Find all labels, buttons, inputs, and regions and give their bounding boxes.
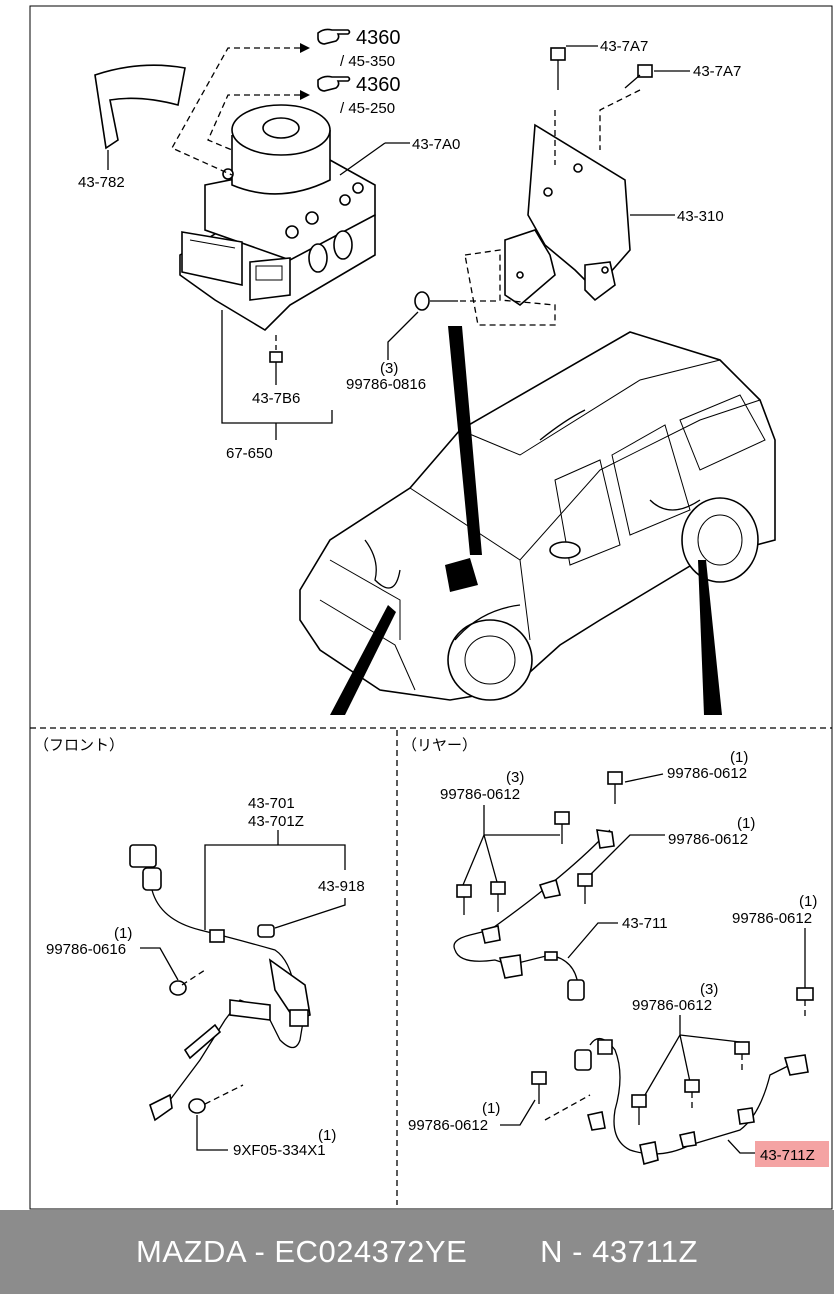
bolt-icon xyxy=(554,811,570,844)
pointer-wedge xyxy=(448,326,482,555)
ref1-number: 4360 xyxy=(356,27,401,49)
bolt-c-qty: (3) xyxy=(380,360,398,377)
rear-bolt6-label: 99786-0612 xyxy=(408,1117,488,1134)
rear-bolt4-label: 99786-0612 xyxy=(732,910,812,927)
bolt-a-label: 43-7A7 xyxy=(600,38,648,55)
rear-bolt2-label: 99786-0612 xyxy=(667,765,747,782)
ref1-page: / 45-350 xyxy=(340,53,395,70)
rear-sensor-harness xyxy=(453,829,615,1001)
front-bolt-label: 99786-0616 xyxy=(46,941,126,958)
hcu-unit xyxy=(179,104,376,332)
bolt-icon xyxy=(414,291,500,311)
bracket-label: 43-310 xyxy=(677,208,724,225)
rear-bolt1-qty: (3) xyxy=(506,769,524,786)
rear-section-heading: （リヤー） xyxy=(402,737,477,754)
assy-label: 67-650 xyxy=(226,445,273,462)
band-label: 43-782 xyxy=(78,174,125,191)
bolt-icon xyxy=(607,771,623,804)
rear-bolt3-qty: (1) xyxy=(737,815,755,832)
parts-diagram: 4360 / 45-350 4360 / 45-250 43-782 43-7A… xyxy=(29,5,833,1210)
bolt-icon xyxy=(624,64,653,89)
bolt-icon xyxy=(796,987,814,1020)
mounting-band xyxy=(94,64,186,150)
front-section-heading: （フロント） xyxy=(34,737,124,754)
ref2-number: 4360 xyxy=(356,74,401,96)
pointer-wedge xyxy=(330,605,396,715)
rear-bolt5-qty: (3) xyxy=(700,981,718,998)
front-bolt-qty: (1) xyxy=(114,925,132,942)
bolt-icon xyxy=(684,1079,700,1110)
bolt-d-label: 43-7B6 xyxy=(252,390,300,407)
rear-bolt5-label: 99786-0612 xyxy=(632,997,712,1014)
ref2-leader xyxy=(207,94,300,151)
ref2-arrow xyxy=(300,90,310,100)
front-sensor-label-z: 43-701Z xyxy=(248,813,304,830)
front-bolt2-label: 9XF05-334X1 xyxy=(233,1142,326,1159)
front-bolt2-qty: (1) xyxy=(318,1127,336,1144)
assy-bracket-line xyxy=(221,310,333,424)
bolt-icon xyxy=(531,1071,547,1104)
bolt-icon xyxy=(456,884,472,915)
bolt-icon xyxy=(490,881,506,912)
footer-part-number: N - 43711Z xyxy=(540,1234,698,1269)
bolt-b-label: 43-7A7 xyxy=(693,63,741,80)
diagram-frame xyxy=(29,5,833,1210)
rear-sensor-z-harness xyxy=(574,1038,809,1166)
bolt-icon xyxy=(631,1094,647,1125)
rear-bolt6-qty: (1) xyxy=(482,1100,500,1117)
footer-banner: MAZDA - EC024372YE N - 43711Z xyxy=(0,1210,834,1294)
bracket-dash-outline xyxy=(464,249,556,326)
highlight-box xyxy=(755,1141,829,1167)
unit-leader xyxy=(339,142,386,176)
front-clip-label: 43-918 xyxy=(318,878,365,895)
bracket-part xyxy=(504,123,631,307)
bolt-icon xyxy=(734,1041,750,1074)
unit-label: 43-7A0 xyxy=(412,136,460,153)
pointing-hand-icon xyxy=(317,75,351,92)
rear-bolt4-qty: (1) xyxy=(799,893,817,910)
ref1-arrow xyxy=(300,43,310,53)
rear-sensor-label: 43-711 xyxy=(622,915,668,932)
bolt-c-label: 99786-0816 xyxy=(346,376,426,393)
ref1-leader xyxy=(171,47,300,176)
bolt-icon xyxy=(577,873,593,904)
front-sensor-label: 43-701 xyxy=(248,795,295,812)
ref2-page: / 45-250 xyxy=(340,100,395,117)
pointing-hand-icon xyxy=(317,28,351,45)
footer-brand-code: MAZDA - EC024372YE xyxy=(136,1234,468,1269)
rear-sensor-z-label[interactable]: 43-711Z xyxy=(760,1147,815,1164)
pointer-wedge xyxy=(698,560,722,715)
front-sensor-bracket xyxy=(204,844,346,930)
bolt-icon xyxy=(269,335,283,385)
bolt-icon xyxy=(550,47,566,90)
rear-bolt1-label: 99786-0612 xyxy=(440,786,520,803)
rear-bolt2-qty: (1) xyxy=(730,749,748,766)
rear-bolt3-label: 99786-0612 xyxy=(668,831,748,848)
front-sensor-harness xyxy=(129,844,311,1122)
bolt-icon xyxy=(188,1084,244,1114)
bolt-icon xyxy=(169,969,206,996)
